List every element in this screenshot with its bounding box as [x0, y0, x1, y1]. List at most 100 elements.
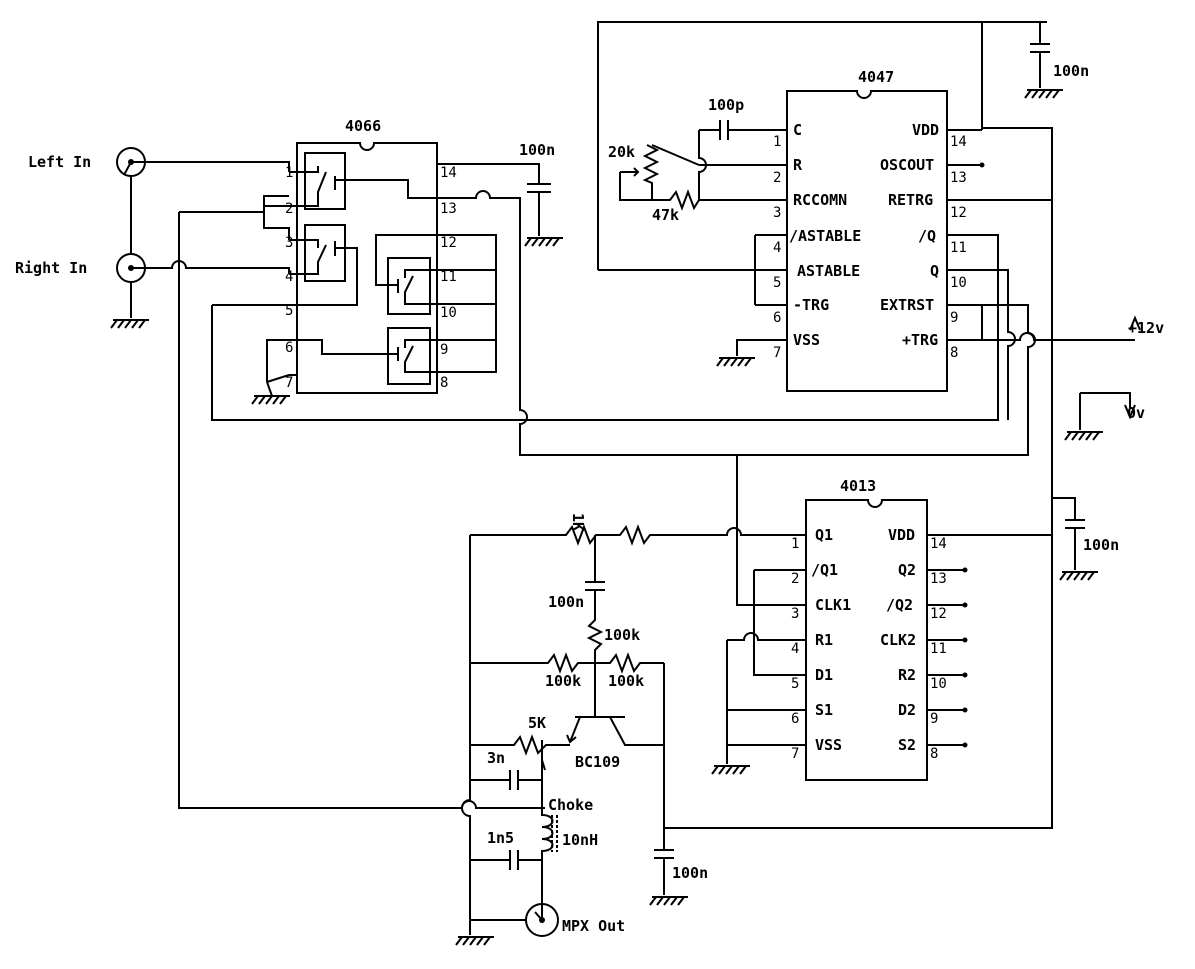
4066-pin-3: 3 [285, 235, 293, 251]
4013-lbl-clk2: CLK2 [880, 631, 916, 649]
choke-label: Choke [548, 796, 593, 814]
4013-pin-6: 6 [791, 711, 799, 727]
4047-lbl-oscout: OSCOUT [880, 156, 934, 174]
4013-lbl-s1: S1 [815, 701, 833, 719]
4047-pin-4: 4 [773, 240, 781, 256]
mpx-out-jack: MPX Out [470, 903, 625, 937]
4047-lbl-rccomn: RCCOMN [793, 191, 847, 209]
4066-pin-9: 9 [440, 342, 448, 358]
vzero-label: 0v [1127, 404, 1145, 422]
res-100k-right: 100k [608, 672, 644, 690]
4047-pin-9: 9 [950, 310, 958, 326]
ic-4066-label: 4066 [345, 117, 381, 135]
4013-lbl-s2: S2 [898, 736, 916, 754]
4047-lbl-retrg: RETRG [888, 191, 933, 209]
4013-lbl-d2: D2 [898, 701, 916, 719]
4013-pin-3: 3 [791, 606, 799, 622]
4013-pin-10: 10 [930, 676, 947, 692]
4013-pin-11: 11 [930, 641, 947, 657]
4047-pin-8: 8 [950, 345, 958, 361]
4013-pin-4: 4 [791, 641, 799, 657]
cap-100n-a: 100n [519, 141, 555, 159]
4013-lbl-vss: VSS [815, 736, 842, 754]
transistor-bc109: BC109 [575, 753, 620, 771]
4047-pin-1: 1 [773, 134, 781, 150]
ic-4066: 4066 1 2 3 4 5 6 7 14 13 12 11 1 [285, 117, 457, 394]
4047-pin-11: 11 [950, 240, 967, 256]
ic-4047: 4047 C R RCCOMN /ASTABLE ASTABLE -TRG VS… [755, 68, 982, 392]
4066-pin-11: 11 [440, 269, 457, 285]
4013-pin-12: 12 [930, 606, 947, 622]
4047-lbl-astable: ASTABLE [797, 262, 860, 280]
4066-pin-2: 2 [285, 201, 293, 217]
left-in-jack: Left In [28, 147, 290, 254]
4013-lbl-clk1: CLK1 [815, 596, 851, 614]
ic-4047-label: 4047 [858, 68, 894, 86]
4013-lbl-nq2: /Q2 [886, 596, 913, 614]
4013-pin-7: 7 [791, 746, 799, 762]
4047-pin-12: 12 [950, 205, 967, 221]
4066-pin-5: 5 [285, 303, 293, 319]
4013-lbl-vdd: VDD [888, 526, 915, 544]
4047-pin-3: 3 [773, 205, 781, 221]
cap-100n-out: 100n [672, 864, 708, 882]
cap-100n-base: 100n [548, 593, 584, 611]
cap-100p: 100p [708, 96, 744, 114]
4013-pin-9: 9 [930, 711, 938, 727]
ic-4013: 4013 Q1 /Q1 CLK1 R1 D1 S1 VSS VDD Q2 /Q2… [772, 477, 968, 781]
cap-3n: 3n [487, 749, 505, 767]
4013-pin-1: 1 [791, 536, 799, 552]
4013-lbl-q1: Q1 [815, 526, 833, 544]
4013-lbl-r1: R1 [815, 631, 833, 649]
right-in-label: Right In [15, 259, 87, 277]
mpx-out-label: MPX Out [562, 917, 625, 935]
4066-pin-12: 12 [440, 235, 457, 251]
4013-lbl-q2: Q2 [898, 561, 916, 579]
4066-pin-4: 4 [285, 269, 293, 285]
4047-pin-6: 6 [773, 310, 781, 326]
4047-lbl-nq: /Q [918, 227, 936, 245]
4047-pin-10: 10 [950, 275, 967, 291]
4047-lbl-c: C [793, 121, 802, 139]
4013-lbl-nq1: /Q1 [811, 561, 838, 579]
ic-4013-label: 4013 [840, 477, 876, 495]
4013-lbl-r2: R2 [898, 666, 916, 684]
4047-lbl-q: Q [930, 262, 939, 280]
4047-lbl-ptrg: +TRG [902, 331, 938, 349]
right-in-jack: Right In [15, 253, 290, 329]
4066-pin-8: 8 [440, 375, 448, 391]
res-47k: 47k [652, 206, 679, 224]
4047-lbl-nastable: /ASTABLE [789, 227, 861, 245]
4013-pin-13: 13 [930, 571, 947, 587]
pot-5k: 5K [528, 714, 546, 732]
4013-pin-8: 8 [930, 746, 938, 762]
4047-lbl-extrst: EXTRST [880, 296, 934, 314]
4066-pin-7: 7 [285, 375, 293, 391]
cap-1n5: 1n5 [487, 829, 514, 847]
4013-pin-5: 5 [791, 676, 799, 692]
4047-pin-7: 7 [773, 345, 781, 361]
4047-lbl-vss: VSS [793, 331, 820, 349]
4047-pin-14: 14 [950, 134, 967, 150]
4066-pin-13: 13 [440, 201, 457, 217]
cap-100n-top: 100n [1053, 62, 1089, 80]
cap-100n-4013: 100n [1083, 536, 1119, 554]
4047-lbl-trg: -TRG [793, 296, 829, 314]
4047-pin-2: 2 [773, 170, 781, 186]
4047-lbl-r: R [793, 156, 803, 174]
4013-pin-14: 14 [930, 536, 947, 552]
left-in-label: Left In [28, 153, 91, 171]
4066-pin-14: 14 [440, 165, 457, 181]
res-100k-top: 100k [604, 626, 640, 644]
4047-pin-5: 5 [773, 275, 781, 291]
4066-pin-1: 1 [285, 165, 293, 181]
4013-lbl-d1: D1 [815, 666, 833, 684]
4047-pin-13: 13 [950, 170, 967, 186]
4066-pin-6: 6 [285, 340, 293, 356]
pot-1k: 1K [569, 513, 587, 531]
pot-20k: 20k [608, 143, 635, 161]
4066-pin-10: 10 [440, 305, 457, 321]
4047-lbl-vdd: VDD [912, 121, 939, 139]
res-100k-left: 100k [545, 672, 581, 690]
